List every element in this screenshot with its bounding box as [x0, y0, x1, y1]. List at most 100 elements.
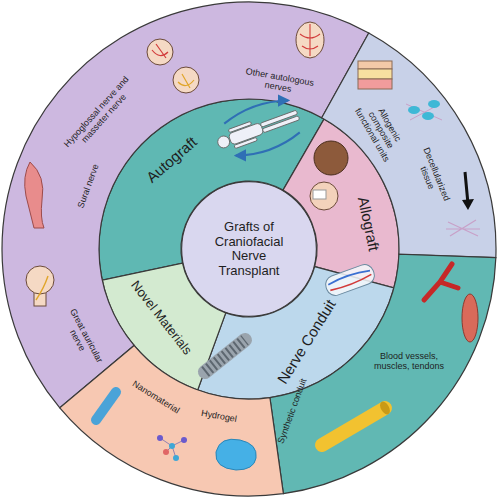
person-leg — [260, 110, 297, 127]
leg-muscle — [25, 162, 44, 228]
process-arrow — [465, 172, 468, 204]
person-figure — [210, 93, 306, 165]
cell — [428, 100, 440, 108]
particle — [157, 435, 163, 441]
person-torso — [228, 122, 264, 145]
nerve-line — [178, 74, 194, 88]
sector-shape — [2, 2, 369, 408]
particle — [173, 455, 179, 461]
center-circle: Grafts of Craniofacial Nerve Transplant — [181, 181, 317, 317]
nerve-fiber — [330, 274, 372, 291]
conduit-tube — [323, 262, 377, 298]
center-title: Grafts of Craniofacial Nerve Transplant — [207, 220, 291, 278]
synthetic-tube — [322, 408, 385, 445]
face-outline — [296, 22, 324, 58]
sector-shape — [60, 345, 284, 496]
person-arm — [234, 137, 258, 148]
category-label: Allograft — [354, 195, 382, 252]
example-label: Other autologous nerves — [238, 65, 320, 99]
sector-shape — [322, 33, 496, 258]
example-label: Great auricular nerve — [59, 306, 106, 370]
head-illustration — [147, 39, 199, 93]
nanotube — [205, 340, 245, 372]
sector-shape — [99, 99, 324, 280]
fat-layer — [358, 69, 392, 79]
face — [314, 141, 348, 175]
head-profile — [173, 67, 199, 93]
particle — [163, 449, 169, 455]
skin-layer — [358, 61, 392, 69]
muscle-layer — [358, 79, 392, 89]
particle-link — [160, 438, 184, 458]
particle — [169, 443, 175, 449]
example-label: Decellularized tissue — [409, 139, 455, 213]
person-head — [216, 134, 231, 149]
cell — [408, 106, 420, 114]
category-label: Novel Materials — [128, 278, 195, 358]
faces-illustration — [310, 141, 348, 210]
particle — [181, 437, 187, 443]
neck-illustration — [26, 266, 54, 306]
nerve-line — [300, 24, 320, 56]
fiber — [446, 220, 480, 236]
nerve-line — [152, 44, 168, 58]
example-label: Hypoglossal nerve and masseter nerve — [62, 74, 139, 156]
process-arrow-head — [462, 199, 474, 210]
cell — [422, 112, 434, 120]
transfer-arrow — [236, 132, 302, 161]
transfer-arrow — [222, 95, 288, 124]
hydrogel-blob — [216, 439, 256, 470]
cells-illustration — [406, 100, 480, 236]
nanotube-lattice — [205, 340, 245, 372]
particle-network — [157, 435, 187, 461]
person-leg — [262, 116, 299, 133]
sector-shape — [283, 119, 399, 288]
nerve-line — [36, 276, 48, 300]
example-label: Synthetic conduit — [276, 377, 309, 445]
nanotube-body — [205, 340, 245, 372]
sector-shape — [198, 267, 394, 399]
sector-shape — [102, 263, 225, 390]
head-profile — [26, 266, 54, 294]
person-arm — [228, 121, 252, 132]
nerve-fiber — [328, 268, 370, 286]
bandage — [313, 190, 326, 199]
blood-vessel — [424, 264, 458, 300]
neck — [34, 290, 46, 306]
tube-wall — [323, 262, 377, 298]
category-label: Nerve Conduit — [274, 297, 339, 387]
face-illustration — [296, 22, 324, 58]
circle-shape — [182, 182, 317, 317]
center-circle-outline — [181, 181, 317, 317]
example-label: Blood vessels, muscles, tendons — [369, 351, 449, 371]
example-label: Hydrogel — [200, 408, 237, 424]
tube-opening — [378, 400, 392, 416]
example-label: Allogenic composite functional units — [352, 96, 409, 165]
category-label: Autograft — [144, 134, 201, 187]
fiber — [406, 104, 442, 120]
face — [310, 182, 338, 210]
example-label: Sural nerve — [75, 163, 100, 210]
example-label: Nanomaterial — [131, 379, 182, 416]
head-profile — [147, 39, 173, 65]
nanorod — [96, 392, 116, 420]
muscle — [462, 294, 478, 342]
